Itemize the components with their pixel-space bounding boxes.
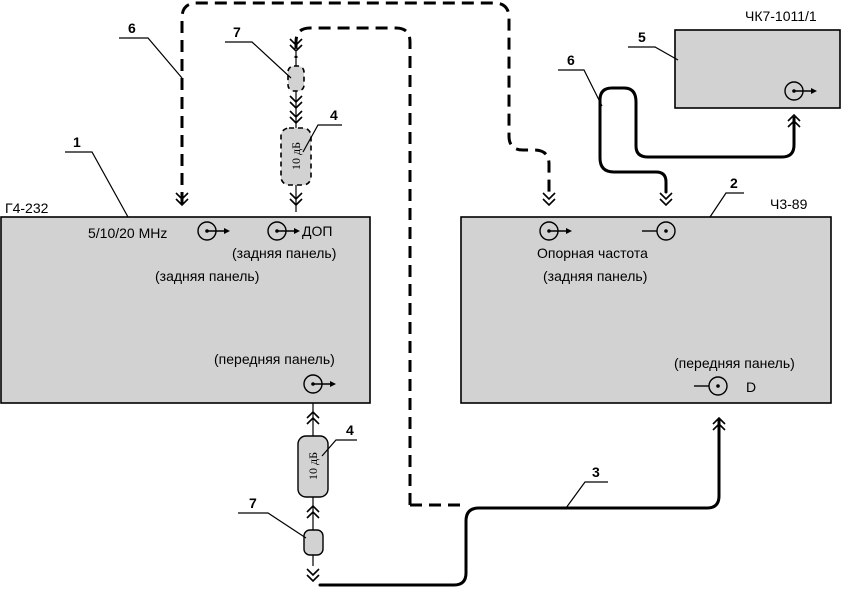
port-d-label: D <box>746 379 756 395</box>
callout-2: 2 <box>730 175 738 191</box>
generator-front-panel-label: (передняя панель) <box>214 351 335 367</box>
callout-6b: 6 <box>567 52 575 68</box>
cable-6-right <box>598 86 796 194</box>
reference-frequency-label: Опорная частота <box>537 245 648 261</box>
cable-6-left <box>180 1 551 204</box>
callout-leader-4a <box>302 124 342 153</box>
generator-name: Г4-232 <box>5 200 49 216</box>
frequency-standard-name: Ч3-89 <box>770 196 808 212</box>
callout-leader-5 <box>628 46 679 61</box>
callout-leader-7b <box>238 512 307 539</box>
callout-4a: 4 <box>330 107 338 123</box>
callout-4b: 4 <box>346 422 354 438</box>
cable-3 <box>318 418 721 587</box>
adapter-7-top <box>287 65 305 92</box>
callout-5: 5 <box>638 29 646 45</box>
callout-1: 1 <box>73 134 81 150</box>
comparator-box <box>674 29 841 109</box>
generator-rear-panel-label: (задняя панель) <box>155 268 259 284</box>
attenuator-bottom-label: 10 дБ <box>306 452 320 480</box>
adapter-7-bottom <box>303 529 324 556</box>
callout-leader-3 <box>565 481 608 509</box>
callout-leader-6b <box>558 69 603 107</box>
callout-leader-2 <box>709 192 744 218</box>
attenuator-top <box>280 127 312 186</box>
callout-leader-4b <box>321 439 357 457</box>
cable-6-left-connector-standard <box>542 192 556 206</box>
generator-dop-rear-label: (задняя панель) <box>232 245 336 261</box>
callout-leader-6a <box>119 37 183 79</box>
generator-dop-label: ДОП <box>302 223 332 239</box>
callout-leader-1 <box>65 151 129 218</box>
callout-7b: 7 <box>249 495 257 511</box>
callout-7a: 7 <box>233 24 241 40</box>
comparator-name: ЧК7-1011/1 <box>745 8 817 24</box>
callout-3: 3 <box>592 464 600 480</box>
generator-box <box>0 216 371 404</box>
cable-6-right-connector-standard <box>659 192 673 206</box>
attenuator-top-label: 10 дБ <box>289 142 303 170</box>
callout-leader-7a <box>225 41 292 79</box>
generator-ref-output-label: 5/10/20 MHz <box>88 225 167 241</box>
callout-6a: 6 <box>128 20 136 36</box>
frequency-standard-box <box>460 216 832 404</box>
frequency-standard-rear-panel-label: (задняя панель) <box>543 268 647 284</box>
frequency-standard-front-panel-label: (передняя панель) <box>674 355 795 371</box>
adapter-7-bottom-connector <box>306 568 320 582</box>
